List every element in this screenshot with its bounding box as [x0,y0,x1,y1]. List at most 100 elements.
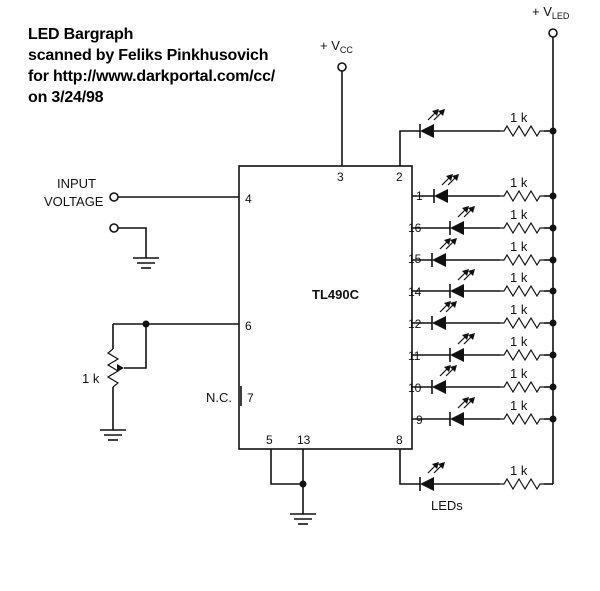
led-light-arrowhead [432,462,439,469]
led-light-arrowhead [450,301,457,308]
led-light-arrowhead [438,109,445,116]
led-light-arrowhead [450,238,457,245]
led-light-arrowhead [452,174,459,181]
resistor-value-label: 1 k [510,334,528,349]
led-light-arrowhead [468,397,475,404]
resistor [499,222,545,234]
led-light-arrowhead [444,301,451,308]
rail-junction [549,319,557,327]
rail-junction [549,415,557,423]
resistor [499,478,545,490]
nc-label: N.C. [206,390,232,405]
resistor-value-label: 1 k [510,110,528,125]
rail-junction [549,127,557,135]
pin-label-12: 12 [408,317,422,331]
pin-label-2: 2 [396,170,403,184]
pin-label-14: 14 [408,285,422,299]
wiper-wire [124,324,147,369]
ic-body [238,165,413,450]
input-label-line2: VOLTAGE [44,194,104,209]
ground-terminal [109,223,119,233]
led-triangle [434,189,448,203]
vled-supply: + VLED [532,4,570,484]
led-triangle [450,348,464,362]
vcc-label: + VCC [320,38,353,55]
led-channel-pin-9: 1 k [412,397,557,426]
led-channel-pin-12: 1 k [412,301,557,330]
input-voltage: INPUT VOLTAGE [44,176,239,269]
leds-label: LEDs [431,498,463,513]
resistor [499,254,545,266]
resistor-value-label: 1 k [510,463,528,478]
resistor [499,349,545,361]
input-ground-wire [118,227,147,258]
vcc-supply: + VCC [320,38,353,166]
scan-credit-line: scanned by Feliks Pinkhusovich [28,47,269,64]
resistor-value-label: 1 k [510,239,528,254]
vcc-terminal [337,62,347,72]
pot-value-label: 1 k [82,371,100,386]
resistor [499,190,545,202]
resistor [499,125,545,137]
source-url-line: for http://www.darkportal.com/cc/ [28,68,276,85]
pin-label-7: 7 [247,391,254,405]
resistor-value-label: 1 k [510,302,528,317]
pin-label-8: 8 [396,433,403,447]
resistor [499,317,545,329]
ic-label: TL490C [312,287,360,302]
pin-label-11: 11 [408,349,421,363]
led-light-arrowhead [462,397,469,404]
channel-wire [399,449,420,485]
date-line: on 3/24/98 [28,89,104,106]
led-channel-pin-1: 1 k [412,174,557,203]
header: LED Bargraph scanned by Feliks Pinkhusov… [28,24,275,108]
pin-label-3: 3 [337,170,344,184]
led-light-arrowhead [462,206,469,213]
led-light-arrowhead [450,365,457,372]
resistor-value-label: 1 k [510,270,528,285]
pin-label-13: 13 [297,433,311,447]
rail-junction [549,287,557,295]
bottom-ground-net [270,449,316,525]
resistor [499,413,545,425]
led-channel-pin-11: 1 k [412,333,557,362]
led-triangle [450,221,464,235]
led-light-arrowhead [462,333,469,340]
vled-label: + VLED [532,4,570,21]
led-light-arrowhead [446,174,453,181]
led-channels: 1 k 1 k 1 k 1 k 1 k 1 k 1 k 1 k 1 k 1 k [399,109,557,491]
resistor-value-label: 1 k [510,366,528,381]
pin-label-4: 4 [245,192,252,206]
pin-label-6: 6 [245,319,252,333]
led-channel-pin-16: 1 k [412,206,557,235]
led-triangle [432,316,446,330]
led-triangle [420,477,434,491]
input-label-line1: INPUT [57,176,96,191]
led-triangle [450,284,464,298]
led-triangle [450,412,464,426]
led-triangle [420,124,434,138]
input-terminal [109,192,119,202]
ground-symbol-pot [100,429,126,441]
resistor [499,285,545,297]
led-channel-pin-15: 1 k [412,238,557,267]
ground-symbol-input [133,257,159,269]
led-light-arrowhead [468,333,475,340]
pin-label-15: 15 [408,252,422,266]
rail-junction [549,224,557,232]
title-line: LED Bargraph [28,26,134,43]
led-light-arrowhead [468,206,475,213]
led-light-arrowhead [438,462,445,469]
rail-junction [549,192,557,200]
led-channel-pin-14: 1 k [412,269,557,298]
pin-label-5: 5 [266,433,273,447]
resistor-value-label: 1 k [510,398,528,413]
led-triangle [432,380,446,394]
led-light-arrowhead [444,238,451,245]
junction-gnd [299,480,307,488]
led-light-arrowhead [432,109,439,116]
pin-label-10: 10 [408,381,422,395]
led-light-arrowhead [468,269,475,276]
rail-junction [549,351,557,359]
